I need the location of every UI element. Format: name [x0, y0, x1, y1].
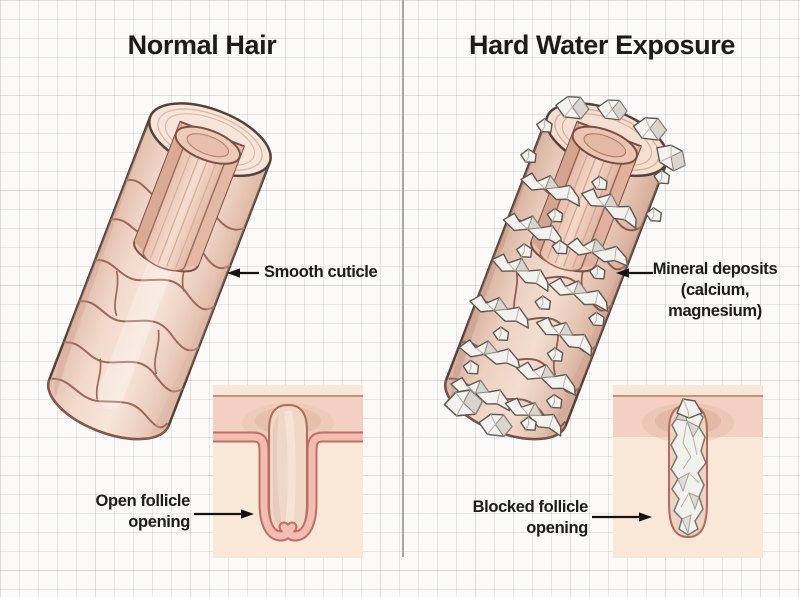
blocked-follicle-label: Blocked follicle opening [472, 498, 589, 537]
normal-hair-shaft-illustration [46, 102, 272, 441]
open-follicle-inset [213, 385, 363, 558]
normal-hair-title: Normal Hair [127, 30, 277, 60]
arrow-left-icon [227, 267, 259, 278]
hard-water-title: Hard Water Exposure [469, 30, 735, 60]
arrow-right-icon [194, 509, 254, 519]
open-follicle-label: Open follicle opening [95, 492, 191, 531]
mineral-deposits-label: Mineral deposits (calcium, magnesium) [652, 260, 778, 320]
arrow-left-icon [616, 268, 653, 278]
arrow-right-icon [592, 512, 652, 522]
blocked-follicle-inset [613, 385, 763, 558]
panel-divider [402, 0, 404, 557]
smooth-cuticle-annotation: Smooth cuticle [227, 262, 378, 283]
hard-water-hair-shaft-illustration [442, 89, 692, 443]
smooth-cuticle-label: Smooth cuticle [264, 263, 378, 281]
